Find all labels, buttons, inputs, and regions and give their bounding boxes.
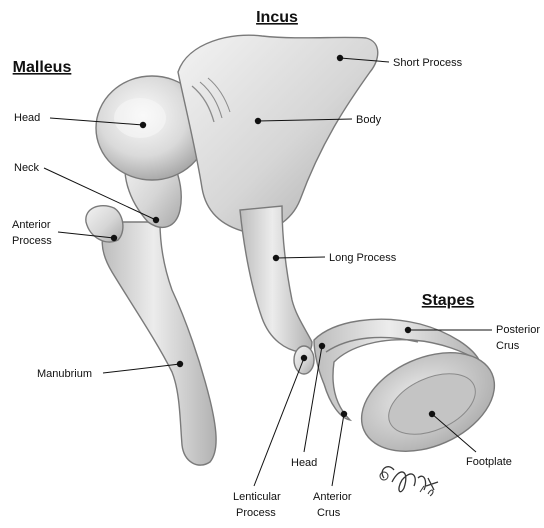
body-label: Body <box>356 114 382 126</box>
lenticular-process-label-line2: Process <box>236 507 276 519</box>
posterior-crus-label-line1: Posterior <box>496 324 540 336</box>
anterior-process-label-line2: Process <box>12 235 52 247</box>
neck-label: Neck <box>14 162 40 174</box>
anterior-crus-label-line2: Crus <box>317 507 341 519</box>
stapes-head-label: Head <box>291 457 317 469</box>
stapes-bone <box>314 319 510 470</box>
anterior-process-label-line1: Anterior <box>12 219 51 231</box>
malleus-head-label: Head <box>14 112 40 124</box>
incus-heading: Incus <box>256 9 298 26</box>
stapes-heading: Stapes <box>422 292 475 309</box>
posterior-crus-label-line2: Crus <box>496 340 520 352</box>
lenticular-process-label-line1: Lenticular <box>233 491 281 503</box>
leader-anterior-crus <box>332 411 347 486</box>
malleus-heading: Malleus <box>13 59 72 76</box>
footplate-label: Footplate <box>466 456 512 468</box>
long-process-label: Long Process <box>329 252 397 264</box>
anterior-crus-label-line1: Anterior <box>313 491 352 503</box>
manubrium-label: Manubrium <box>37 368 92 380</box>
short-process-label: Short Process <box>393 57 463 69</box>
artist-signature <box>380 467 438 496</box>
